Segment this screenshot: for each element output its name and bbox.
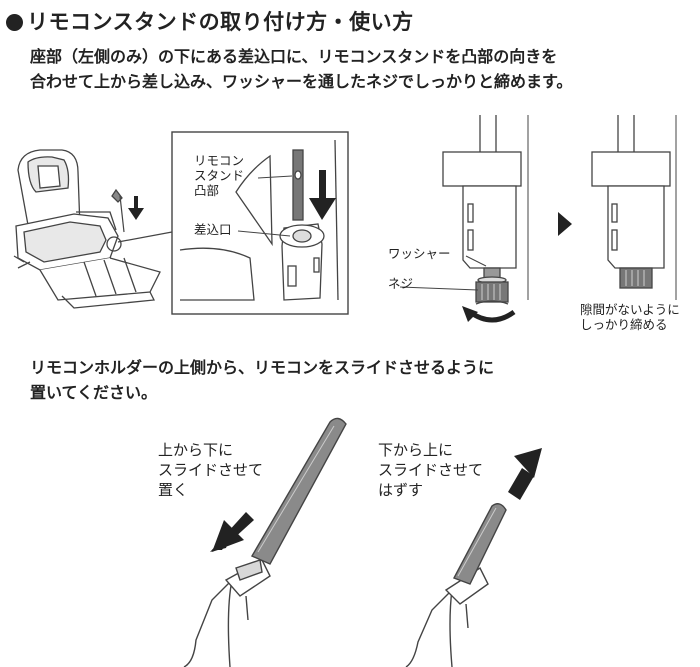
slide-down-arrow-head — [212, 520, 244, 552]
leader-line-washer — [465, 255, 487, 267]
next-step-triangle-icon — [558, 212, 572, 236]
instruction-step2: リモコンホルダーの上側から、リモコンをスライドさせるように 置いてください。 — [30, 355, 494, 405]
leader-line-stand — [257, 175, 293, 179]
label-screw: ネジ — [388, 276, 414, 291]
label-remove-line2: スライドさせて — [378, 461, 484, 479]
callout-line — [117, 231, 173, 243]
page-title: リモコンスタンドの取り付け方・使い方 — [6, 6, 414, 36]
massage-chair-illustration — [13, 149, 161, 309]
stand-insertion-illustration — [179, 139, 339, 301]
page-title-text: リモコンスタンドの取り付け方・使い方 — [27, 10, 414, 34]
label-slot: 差込口 — [194, 222, 232, 237]
insert-down-arrow-icon — [309, 170, 336, 220]
label-stand-convex: リモコン スタンド 凸部 — [194, 153, 244, 198]
label-place-line3: 置く — [158, 481, 189, 499]
bullet-icon — [6, 14, 23, 31]
label-tighten: 隙間がないように しっかり締める — [580, 302, 680, 332]
down-arrow-icon — [128, 196, 144, 220]
screw-assembly-before — [442, 115, 529, 305]
leader-line-slot — [237, 230, 291, 237]
leader-line-screw — [399, 286, 479, 291]
remote-remove-illustration — [405, 503, 507, 667]
label-tighten-line1: 隙間がないように — [580, 302, 680, 317]
label-stand-convex-line1: リモコン — [194, 153, 245, 168]
slide-up-arrow-icon — [508, 448, 542, 500]
instruction-step1: 座部（左側のみ）の下にある差込口に、リモコンスタンドを凸部の向きを 合わせて上か… — [30, 44, 572, 94]
instruction-step1-line2: 合わせて上から差し込み、ワッシャーを通したネジでしっかりと締めます。 — [30, 72, 573, 91]
label-remove-line1: 下から上に — [378, 441, 454, 459]
label-stand-convex-line3: 凸部 — [194, 183, 220, 198]
instruction-step2-line1: リモコンホルダーの上側から、リモコンをスライドさせるように — [30, 358, 495, 377]
instruction-step1-line1: 座部（左側のみ）の下にある差込口に、リモコンスタンドを凸部の向きを — [30, 47, 558, 66]
label-place-line2: スライドさせて — [158, 461, 264, 479]
remote-place-illustration — [183, 417, 347, 667]
label-remove-line3: はずす — [378, 481, 424, 499]
label-place: 上から下に スライドさせて 置く — [158, 440, 263, 500]
screw-assembly-after — [591, 115, 677, 300]
label-stand-convex-line2: スタンド — [194, 168, 245, 183]
label-tighten-line2: しっかり締める — [580, 317, 668, 332]
rotate-arrow-icon — [462, 306, 516, 323]
instruction-step2-line2: 置いてください。 — [30, 383, 158, 402]
label-place-line1: 上から下に — [158, 441, 234, 459]
label-remove: 下から上に スライドさせて はずす — [378, 440, 483, 500]
label-washer: ワッシャー — [388, 246, 451, 261]
